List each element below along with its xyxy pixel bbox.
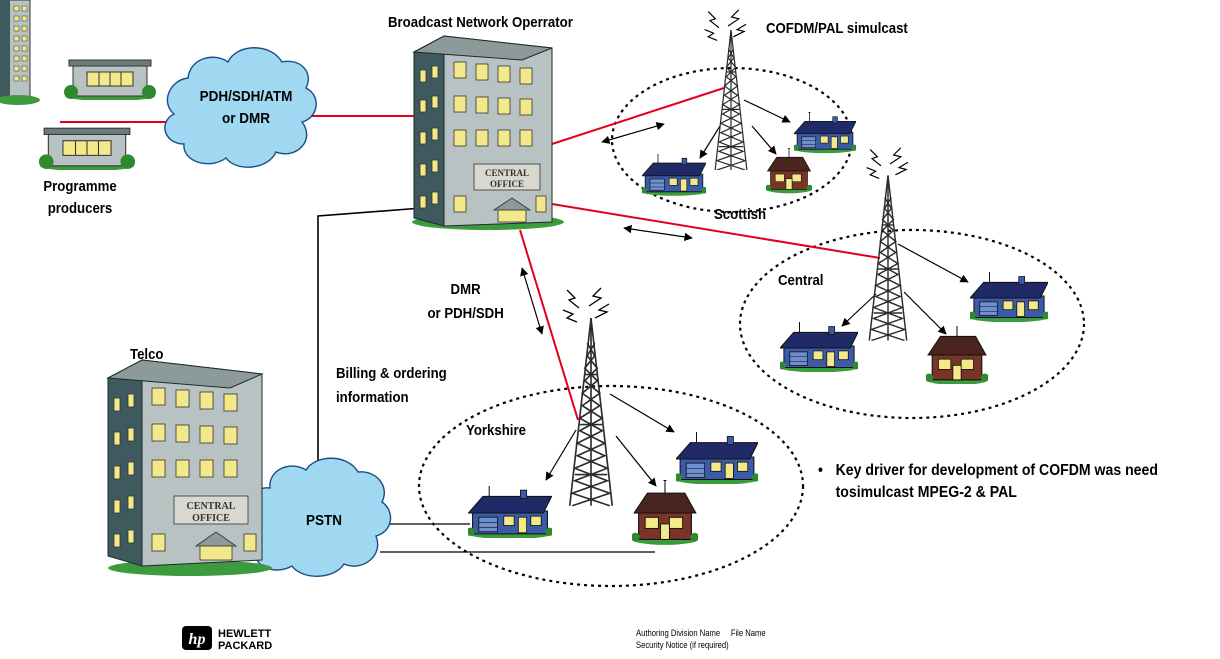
house-icon bbox=[926, 326, 988, 384]
house-icon bbox=[676, 432, 758, 484]
bidirectional-arrow-icon bbox=[520, 267, 544, 335]
programme-producers-line-2: producers bbox=[47, 200, 113, 217]
scottish-feed-link bbox=[551, 87, 725, 145]
broadcast-operator-label: Broadcast Network Operrator bbox=[388, 14, 573, 31]
tower-icon bbox=[714, 30, 748, 170]
hp-logo: hp HEWLETT PACKARD bbox=[182, 624, 302, 659]
dmr-label-line-2: or PDH/SDH bbox=[427, 305, 504, 322]
house-icon bbox=[970, 272, 1048, 322]
dmr-label-line-1: DMR bbox=[450, 281, 481, 298]
signal-icon bbox=[562, 287, 610, 323]
security-notice-footer: Security Notice (if required) bbox=[636, 640, 729, 650]
svg-text:hp: hp bbox=[189, 631, 206, 648]
producer-tower-building-icon bbox=[0, 0, 40, 105]
central-office-sign-bottom: OFFICE bbox=[490, 179, 524, 189]
authoring-footer: Authoring Division Name File Name bbox=[636, 628, 766, 638]
network-cloud-label: PDH/SDH/ATM or DMR bbox=[196, 86, 297, 130]
dmr-pdh-label: DMR or PDH/SDH bbox=[426, 278, 505, 326]
house-icon bbox=[794, 112, 856, 154]
broadcast-arrows bbox=[545, 99, 969, 487]
central-label: Central bbox=[778, 272, 824, 289]
scottish-label: Scottish bbox=[714, 206, 767, 223]
billing-line-2: information bbox=[336, 389, 409, 406]
yorkshire-coverage-area bbox=[417, 384, 805, 588]
billing-link bbox=[317, 207, 423, 481]
pstn-cloud-label: PSTN bbox=[305, 512, 342, 529]
signal-icon bbox=[865, 147, 909, 180]
producer-studio-icon bbox=[38, 127, 136, 170]
yorkshire-feed-link bbox=[519, 229, 579, 421]
cofdm-pal-label: COFDM/PAL simulcast bbox=[766, 20, 908, 37]
bullet-text: Key driver for development of COFDM was … bbox=[835, 462, 1158, 501]
telco-sign-top: CENTRAL bbox=[187, 501, 236, 512]
central-coverage-area bbox=[738, 228, 1086, 420]
hp-name-line-1: HEWLETT bbox=[218, 628, 271, 640]
programme-producers-label: Programme producers bbox=[27, 176, 133, 220]
bidirectional-arrow-icon bbox=[601, 122, 665, 144]
network-cloud-line-2: or DMR bbox=[221, 110, 270, 127]
bidirectional-arrow-icon bbox=[623, 224, 693, 242]
telco-building-icon bbox=[106, 359, 272, 576]
network-cloud-icon bbox=[164, 47, 317, 168]
house-icon bbox=[632, 480, 698, 546]
programme-producers-line-1: Programme bbox=[43, 178, 117, 195]
billing-label: Billing & ordering information bbox=[336, 362, 447, 410]
broadcast-operator-building-icon bbox=[412, 35, 564, 230]
hp-name-line-2: PACKARD bbox=[218, 640, 272, 652]
bullet-dot-icon: • bbox=[818, 462, 823, 479]
telco-sign-bottom: OFFICE bbox=[192, 513, 230, 524]
telco-label: Telco bbox=[130, 346, 164, 363]
signal-icon bbox=[703, 9, 747, 42]
central-office-sign-top: CENTRAL bbox=[485, 168, 529, 178]
yorkshire-label: Yorkshire bbox=[466, 422, 526, 439]
house-icon bbox=[468, 486, 552, 538]
house-icon bbox=[766, 148, 812, 194]
network-cloud-line-1: PDH/SDH/ATM bbox=[199, 88, 293, 105]
producer-studio-icon bbox=[64, 59, 156, 100]
central-feed-link bbox=[551, 203, 881, 259]
house-icon bbox=[780, 322, 858, 372]
hp-logo-icon: hp HEWLETT PACKARD bbox=[182, 626, 272, 652]
billing-line-1: Billing & ordering bbox=[336, 365, 447, 382]
house-icon bbox=[642, 154, 706, 196]
